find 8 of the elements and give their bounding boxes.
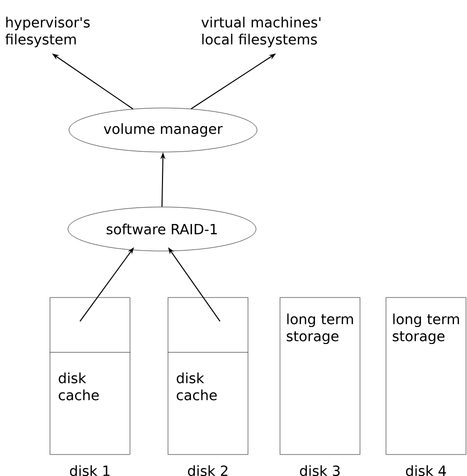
disk-label: disk 3 [300, 465, 340, 476]
disk-box: disk cache [50, 297, 130, 455]
caption-text: virtual machines' local filesystems [201, 16, 320, 48]
caption-text: hypervisor's filesystem [5, 16, 90, 48]
disk-box: disk cache [168, 297, 248, 455]
disk-label: disk 4 [406, 465, 446, 476]
disk-label: disk 2 [188, 465, 228, 476]
disk-label: disk 1 [70, 465, 110, 476]
